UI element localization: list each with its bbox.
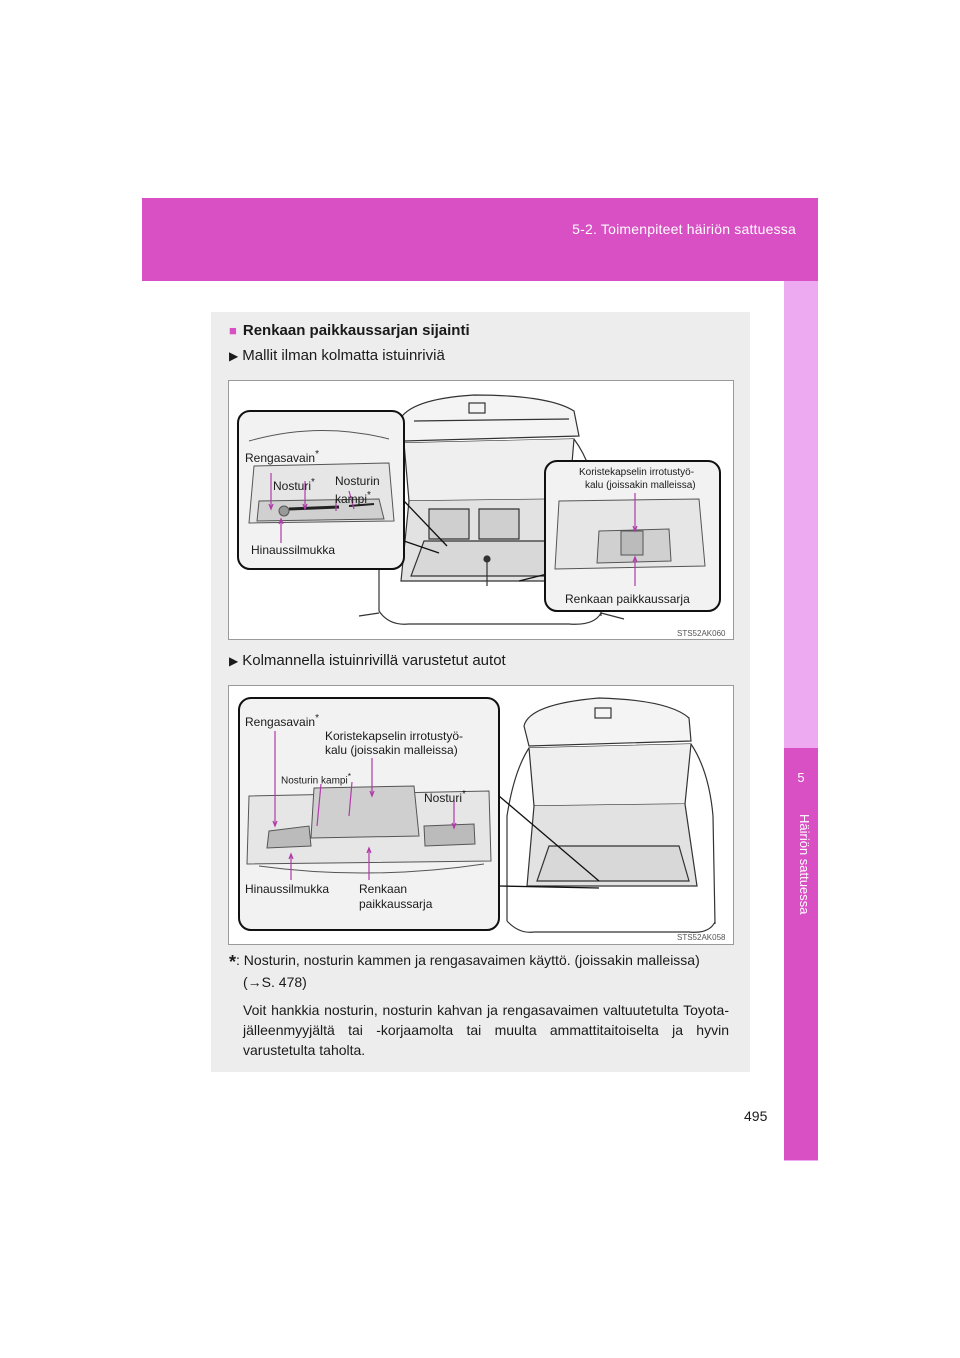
label-nosturin-kampi-2: Nosturin kampi*: [281, 771, 351, 787]
footnote-paragraph: Voit hankkia nosturin, nosturin kahvan j…: [243, 1002, 729, 1058]
label-renkaan-paikkaussarja-1: Renkaan paikkaussarja: [565, 592, 690, 606]
side-tab-section: 5 Häiriön sattuessa: [784, 748, 818, 1160]
label-rengasavain-1: Rengasavain*: [245, 449, 319, 465]
section-label: Häiriön sattuessa: [797, 814, 812, 915]
footnote: *: Nosturin, nosturin kammen ja rengasav…: [229, 950, 729, 1060]
label-renkaan-2b: paikkaussarja: [359, 897, 433, 911]
figure-third-row: Rengasavain* Koristekapselin irrotustyö-…: [228, 685, 734, 945]
car-illustration-1: [237, 394, 721, 625]
asterisk-marker: *: [229, 952, 237, 972]
label-koriste-1b: kalu (joissakin malleissa): [585, 480, 696, 491]
page-number: 495: [744, 1108, 768, 1124]
label-koriste-2a: Koristekapselin irrotustyö-: [325, 729, 464, 743]
label-nosturin-kampi-1b: kampi*: [335, 490, 371, 506]
label-nosturi-1: Nosturi*: [273, 477, 315, 493]
label-hinaussilmukka-1: Hinaussilmukka: [251, 543, 336, 557]
subheading-third-row: ▶Kolmannella istuinrivillä varustetut au…: [229, 652, 506, 669]
footnote-line-1: *: Nosturin, nosturin kammen ja rengasav…: [229, 952, 700, 972]
subheading-no-third-row: ▶Mallit ilman kolmatta istuinriviä: [229, 347, 445, 364]
chapter-header: 5-2. Toimenpiteet häiriön sattuessa: [142, 198, 818, 281]
footnote-line-2: (→S. 478): [243, 974, 307, 990]
label-renkaan-2a: Renkaan: [359, 882, 408, 896]
section-title: ■Renkaan paikkaussarjan sijainti: [229, 322, 470, 339]
square-bullet-icon: ■: [229, 323, 237, 338]
chapter-title: 5-2. Toimenpiteet häiriön sattuessa: [572, 221, 796, 237]
section-number: 5: [797, 770, 805, 785]
triangle-marker-icon: ▶: [229, 654, 239, 668]
triangle-marker-icon: ▶: [229, 349, 239, 363]
label-koriste-2b: kalu (joissakin malleissa): [325, 743, 458, 757]
label-nosturi-2: Nosturi*: [424, 789, 466, 805]
label-rengasavain-2: Rengasavain*: [245, 713, 319, 729]
label-nosturin-kampi-1a: Nosturin: [335, 474, 380, 488]
car-illustration-2: [238, 697, 716, 933]
figure-code-1: STS52AK060: [677, 629, 726, 638]
label-koriste-1a: Koristekapselin irrotustyö-: [579, 467, 695, 478]
label-hinaussilmukka-2: Hinaussilmukka: [245, 882, 330, 896]
figure-code-2: STS52AK058: [677, 933, 726, 942]
figure-no-third-row: Rengasavain* Nosturi* Nosturin kampi* Hi…: [228, 380, 734, 640]
